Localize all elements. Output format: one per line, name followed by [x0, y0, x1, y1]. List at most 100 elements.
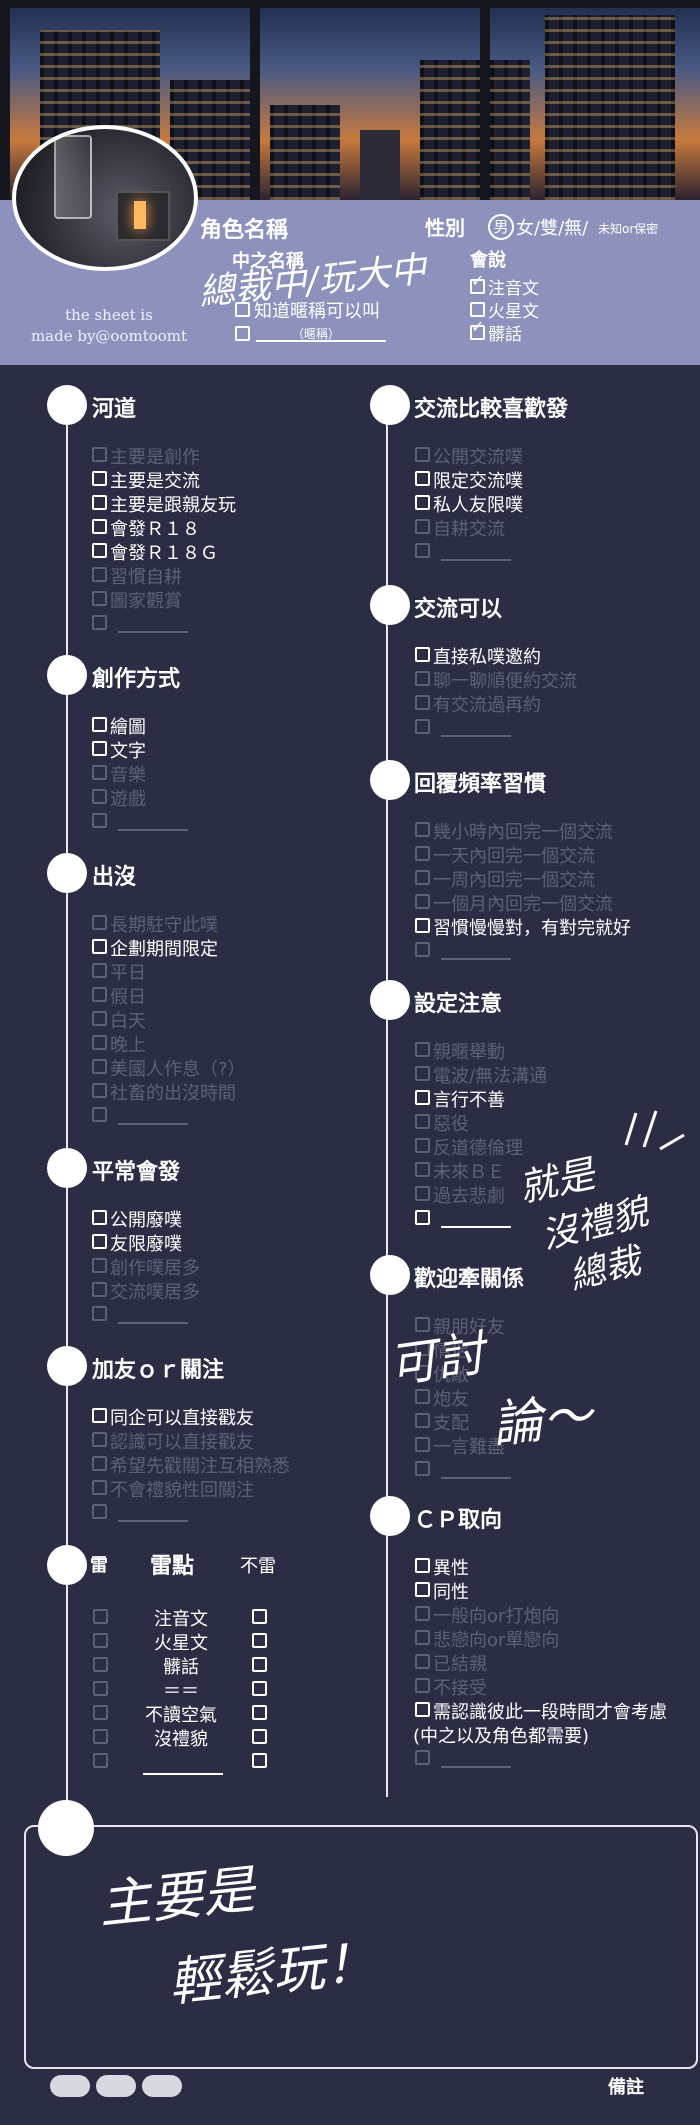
checkbox[interactable]: [415, 870, 430, 885]
lei-left-checkbox[interactable]: [93, 1609, 108, 1624]
option-heyi[interactable]: 主要是交流: [92, 471, 200, 493]
option-reply[interactable]: 習慣慢慢對，有對完就好: [415, 918, 631, 940]
option-prefer[interactable]: 私人友限噗: [415, 495, 523, 517]
option-appear[interactable]: 假日: [92, 987, 146, 1009]
option-other-appear[interactable]: [92, 1107, 188, 1129]
checkbox[interactable]: [415, 543, 430, 558]
nickname-field-line[interactable]: [256, 340, 386, 342]
lei-right-checkbox[interactable]: [252, 1729, 267, 1744]
checkbox[interactable]: [92, 789, 107, 804]
checkbox[interactable]: [92, 1210, 107, 1225]
checkbox[interactable]: [415, 1210, 430, 1225]
option-other-reply[interactable]: [415, 942, 511, 964]
option-friend[interactable]: 同企可以直接戳友: [92, 1408, 254, 1430]
option-reply[interactable]: 一個月內回完一個交流: [415, 894, 613, 916]
checkbox[interactable]: [415, 695, 430, 710]
fill-in-line[interactable]: [441, 958, 511, 960]
checkbox[interactable]: [92, 1107, 107, 1122]
checkbox[interactable]: [92, 1258, 107, 1273]
checked-checkbox[interactable]: ✓: [470, 271, 485, 294]
option-setting[interactable]: 過去悲劇: [415, 1186, 505, 1208]
option-other-setting[interactable]: [415, 1210, 511, 1232]
checkbox[interactable]: [92, 1432, 107, 1447]
option-usual[interactable]: 公開廢噗: [92, 1210, 182, 1232]
lei-right-checkbox[interactable]: [252, 1705, 267, 1720]
option-cp[interactable]: 同性: [415, 1582, 469, 1604]
option-cp[interactable]: 一般向or打炮向: [415, 1606, 559, 1628]
option-cp[interactable]: 需認識彼此一段時間才會考慮: [415, 1702, 667, 1724]
lei-left-checkbox[interactable]: [93, 1657, 108, 1672]
speaks-option[interactable]: ✓髒話: [470, 317, 522, 345]
checkbox[interactable]: [92, 915, 107, 930]
page-dot-2[interactable]: [96, 2075, 136, 2097]
checkbox[interactable]: [92, 1282, 107, 1297]
speaks-option[interactable]: 火星文: [470, 297, 539, 322]
checkbox[interactable]: [415, 942, 430, 957]
checkbox[interactable]: [415, 471, 430, 486]
option-can[interactable]: 直接私噗邀約: [415, 647, 541, 669]
option-friend[interactable]: 認識可以直接戳友: [92, 1432, 254, 1454]
option-rel[interactable]: 情侶: [415, 1341, 469, 1363]
checkbox[interactable]: [415, 1066, 430, 1081]
checkbox[interactable]: [92, 939, 107, 954]
option-setting[interactable]: 電波/無法溝通: [415, 1066, 547, 1088]
option-cp[interactable]: 異性: [415, 1558, 469, 1580]
checkbox[interactable]: [415, 1389, 430, 1404]
checkbox[interactable]: [415, 1042, 430, 1057]
lei-left-checkbox[interactable]: [93, 1633, 108, 1648]
page-dot-1[interactable]: [50, 2075, 90, 2097]
checkbox[interactable]: [415, 1461, 430, 1476]
option-heyi[interactable]: 習慣自耕: [92, 567, 182, 589]
option-heyi[interactable]: 主要是創作: [92, 447, 200, 469]
checkbox[interactable]: [92, 447, 107, 462]
lei-right-checkbox[interactable]: [252, 1657, 267, 1672]
checkbox[interactable]: [415, 846, 430, 861]
checkbox[interactable]: [92, 591, 107, 606]
checkbox[interactable]: [92, 1234, 107, 1249]
speaks-option[interactable]: ✓注音文: [470, 271, 539, 299]
checkbox[interactable]: [415, 519, 430, 534]
option-other-usual[interactable]: [92, 1306, 188, 1328]
option-cp[interactable]: (中之以及角色都需要): [413, 1726, 590, 1747]
option-other-rel[interactable]: [415, 1461, 511, 1483]
option-setting[interactable]: 親暱舉動: [415, 1042, 505, 1064]
checkbox[interactable]: [415, 918, 430, 933]
checkbox[interactable]: [415, 1437, 430, 1452]
checkbox[interactable]: [415, 1750, 430, 1765]
option-rel[interactable]: 炮友: [415, 1389, 469, 1411]
option-rel[interactable]: 親朋好友: [415, 1317, 505, 1339]
option-cp[interactable]: 已結親: [415, 1654, 487, 1676]
checkbox[interactable]: [415, 1162, 430, 1177]
option-usual[interactable]: 友限廢噗: [92, 1234, 182, 1256]
checkbox[interactable]: [415, 1413, 430, 1428]
option-heyi[interactable]: 主要是跟親友玩: [92, 495, 236, 517]
fill-in-line[interactable]: [118, 829, 188, 831]
checkbox[interactable]: [415, 495, 430, 510]
option-other-prefer[interactable]: [415, 543, 511, 565]
option-prefer[interactable]: 自耕交流: [415, 519, 505, 541]
option-other-create[interactable]: [92, 813, 188, 835]
checkbox[interactable]: [415, 1341, 430, 1356]
option-heyi[interactable]: 會發Ｒ１８Ｇ: [92, 543, 218, 565]
known-nickname-checkbox[interactable]: [235, 302, 250, 317]
option-other-cp[interactable]: [415, 1750, 511, 1772]
option-appear[interactable]: 社畜的出沒時間: [92, 1083, 236, 1105]
lei-left-checkbox[interactable]: [93, 1681, 108, 1696]
lei-left-checkbox[interactable]: [93, 1705, 108, 1720]
lei-left-checkbox[interactable]: [93, 1729, 108, 1744]
option-appear[interactable]: 晚上: [92, 1035, 146, 1057]
checkbox[interactable]: [415, 647, 430, 662]
checkbox[interactable]: [470, 302, 485, 317]
option-can[interactable]: 聊一聊順便約交流: [415, 671, 577, 693]
checkbox[interactable]: [415, 1702, 430, 1717]
checkbox[interactable]: [92, 1504, 107, 1519]
option-cp[interactable]: 悲戀向or單戀向: [415, 1630, 559, 1652]
checkbox[interactable]: [92, 765, 107, 780]
checkbox[interactable]: [415, 1606, 430, 1621]
checkbox[interactable]: [415, 1317, 430, 1332]
option-appear[interactable]: 美國人作息（?）: [92, 1059, 246, 1081]
checkbox[interactable]: [92, 567, 107, 582]
checkbox[interactable]: [92, 813, 107, 828]
checkbox[interactable]: [415, 671, 430, 686]
fill-in-line[interactable]: [441, 1226, 511, 1228]
